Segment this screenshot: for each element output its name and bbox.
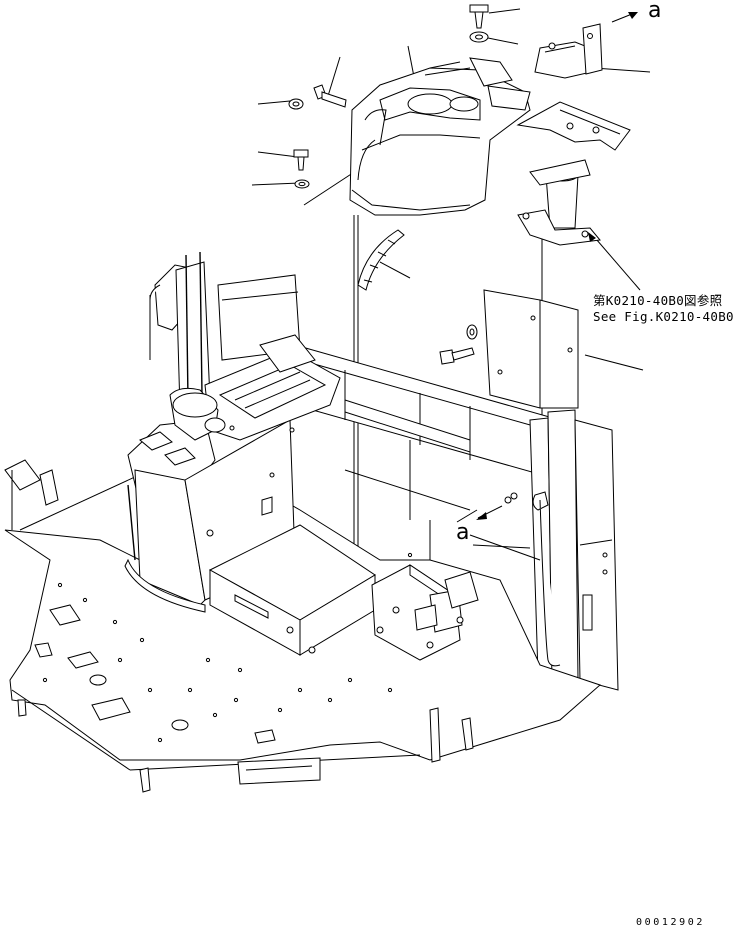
arrow-to-a-lower <box>476 492 518 520</box>
curved-seal-strip <box>357 229 405 291</box>
battery-tray <box>208 524 376 656</box>
support-bracket <box>516 101 631 151</box>
side-cover-plate <box>483 289 579 409</box>
top-bolt <box>469 4 489 29</box>
reference-text-en: See Fig.K0210-40B0 <box>593 309 734 324</box>
cover-side-washer <box>288 98 304 110</box>
mounting-bracket-upper <box>534 23 603 79</box>
cover-side-bolt <box>313 84 347 108</box>
reference-text-jp: 第K0210-40B0図参照 <box>593 293 723 308</box>
document-number: 00012902 <box>636 917 705 928</box>
cab-frame <box>149 251 619 691</box>
junction-box <box>371 564 479 661</box>
plate-washer <box>466 324 478 340</box>
support-pillar <box>517 159 601 246</box>
arrow-to-a-upper <box>611 12 638 23</box>
cover-lower-washer <box>294 179 310 189</box>
cover-lower-bolt <box>293 149 309 171</box>
console-cover <box>349 57 531 216</box>
callout-letter-lower: a <box>456 520 470 545</box>
plate-bolt <box>439 347 475 365</box>
left-cab-pillar <box>4 459 59 530</box>
arrow-to-reference <box>588 232 596 242</box>
top-washer <box>469 31 489 43</box>
callout-letter-upper: a <box>648 0 662 23</box>
